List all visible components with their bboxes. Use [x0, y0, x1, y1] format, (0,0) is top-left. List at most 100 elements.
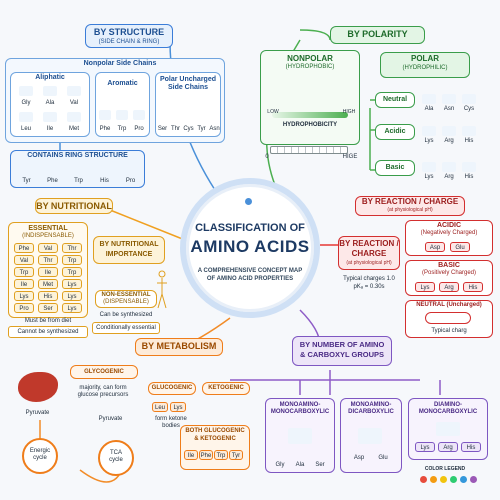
- reaction-title-box: [355, 196, 465, 216]
- scale-end-label: HIGE: [342, 154, 358, 160]
- ketogenic-item: Lys: [170, 402, 186, 412]
- acidic-label-box: [375, 124, 415, 140]
- essential-item: His: [38, 291, 58, 301]
- di-mono-item: Arg: [438, 442, 458, 452]
- ketone-note-line1: form ketone: [155, 416, 187, 422]
- basic-label: Basic: [385, 164, 405, 171]
- neutral-item: Asn: [443, 106, 455, 112]
- hydrophobicity-bar: [272, 112, 348, 118]
- polar-item: Tyr: [197, 126, 206, 132]
- essential-item: Thr: [38, 255, 58, 265]
- neutral-item: Ala: [424, 106, 434, 112]
- essential-item: Thr: [62, 243, 82, 253]
- cannot-synthesize-label: Cannot be synthesized: [17, 329, 79, 335]
- center-subtitle-line2: OF AMINO ACID PROPERTIES: [206, 276, 294, 282]
- structure-title: BY STRUCTURE: [93, 27, 165, 37]
- basic-item: His: [464, 174, 474, 180]
- nonpolar-hydrophobic-box: [260, 50, 360, 145]
- mono-di-line2: DICARBOXYLIC: [348, 409, 394, 415]
- glucogenic-title: GLUCOGENIC: [151, 385, 193, 391]
- molecule-icon: [436, 422, 460, 436]
- pk-value: pKₐ = 0.30s: [353, 284, 385, 290]
- essential-item: Lys: [14, 291, 34, 301]
- molecule-icon: [462, 162, 476, 172]
- molecule-icon: [462, 126, 476, 136]
- essential-item: Lys: [62, 303, 82, 313]
- mono-mono-line2: MONOCARBOXYLIC: [270, 409, 330, 415]
- acidic-item: Arg: [444, 138, 454, 144]
- mono-mono-item: Ala: [295, 462, 305, 468]
- molecule-icon: [67, 86, 81, 96]
- center-title-line2: AMINO ACIDS: [190, 237, 310, 256]
- molecule-icon: [43, 86, 57, 96]
- legend-swatch: [470, 476, 477, 483]
- polarity-title-box: [330, 26, 425, 44]
- acidic-charge-item: Asp: [425, 242, 445, 252]
- mono-mono-line1: MONOAMINO-: [279, 402, 321, 408]
- acidic-charge-item: Glu: [450, 242, 470, 252]
- molecule-icon: [288, 428, 312, 444]
- aliphatic-item: Met: [68, 126, 79, 132]
- mono-di-item: Glu: [378, 455, 388, 461]
- molecule-icon: [442, 94, 456, 104]
- tca-cycle-line2: cycle: [109, 457, 123, 463]
- both-item: Ile: [184, 450, 198, 460]
- nonpolar-side-chains-title: Nonpolar Side Chains: [83, 60, 157, 67]
- polar-uncharged-title-line2: Side Chains: [167, 84, 209, 91]
- groups-title-line1: BY NUMBER OF AMINO: [299, 340, 385, 349]
- mono-mono-item: Ser: [315, 462, 325, 468]
- molecule-icon: [133, 110, 145, 120]
- polar-item: Asn: [209, 126, 220, 132]
- reaction-side-box: [338, 236, 400, 270]
- acidic-charge-sub: (Negatively Charged): [420, 230, 478, 236]
- mono-di-item: Asp: [353, 455, 365, 461]
- ring-item: Trp: [74, 178, 83, 184]
- aliphatic-title: Aliphatic: [35, 74, 65, 81]
- legend-swatch: [440, 476, 447, 483]
- essential-item: Trp: [14, 267, 34, 277]
- both-glucogenic-ketogenic-box: [180, 425, 250, 470]
- essential-item: Ser: [38, 303, 58, 313]
- essential-item: Met: [38, 279, 58, 289]
- essential-item: Val: [14, 255, 34, 265]
- ketogenic-title: KETOGENIC: [208, 385, 244, 391]
- aromatic-item: Phe: [99, 126, 111, 132]
- molecule-icon: [99, 110, 111, 120]
- polar-item: Ser: [157, 126, 168, 132]
- molecule-icon: [358, 428, 382, 444]
- aromatic-item: Trp: [117, 126, 127, 132]
- molecule-icon: [442, 162, 456, 172]
- nutritional-importance-line1: BY NUTRITIONAL: [99, 241, 159, 248]
- both-item: Tyr: [229, 450, 243, 460]
- reaction-title-sub: (at physiological pH): [387, 207, 433, 213]
- polar-title: POLAR: [411, 54, 439, 63]
- neutral-charge-title: NEUTRAL (Uncharged): [416, 302, 482, 308]
- reaction-title: BY REACTION / CHARGE: [361, 197, 459, 206]
- polar-uncharged-title-line1: Polar Uncharged: [159, 76, 216, 83]
- basic-item: Lys: [424, 174, 434, 180]
- center-subtitle-line1: A COMPREHENSIVE CONCEPT MAP: [197, 268, 303, 274]
- legend-swatch: [460, 476, 467, 483]
- nutritional-importance-box: [93, 236, 165, 264]
- essential-item: Val: [38, 243, 58, 253]
- molecule-icon: [116, 110, 128, 120]
- mono-mono-item: Gly: [275, 462, 285, 468]
- both-item: Trp: [214, 450, 228, 460]
- structure-title-box: [85, 24, 173, 48]
- nutritional-title: BY NUTRITIONAL: [36, 201, 112, 211]
- ring-item: Phe: [47, 178, 58, 184]
- conditionally-essential-box: [92, 322, 160, 334]
- zwitterion-icon: [425, 312, 471, 324]
- ring-item: Tyr: [22, 178, 31, 184]
- aliphatic-item: Gly: [21, 100, 31, 106]
- center-logo-icon: [245, 198, 252, 205]
- acidic-item: Lys: [424, 138, 434, 144]
- molecule-icon: [19, 86, 33, 96]
- cannot-synthesize-box: [8, 326, 88, 338]
- liver-icon: [18, 372, 58, 402]
- glycogenic-note-line1: majority, can form: [79, 385, 127, 391]
- groups-title-line2: & CARBOXYL GROUPS: [299, 350, 385, 359]
- basic-item: Arg: [444, 174, 454, 180]
- nutritional-importance-line2: IMPORTANCE: [105, 251, 153, 258]
- polar-hydrophilic-box: [380, 52, 470, 78]
